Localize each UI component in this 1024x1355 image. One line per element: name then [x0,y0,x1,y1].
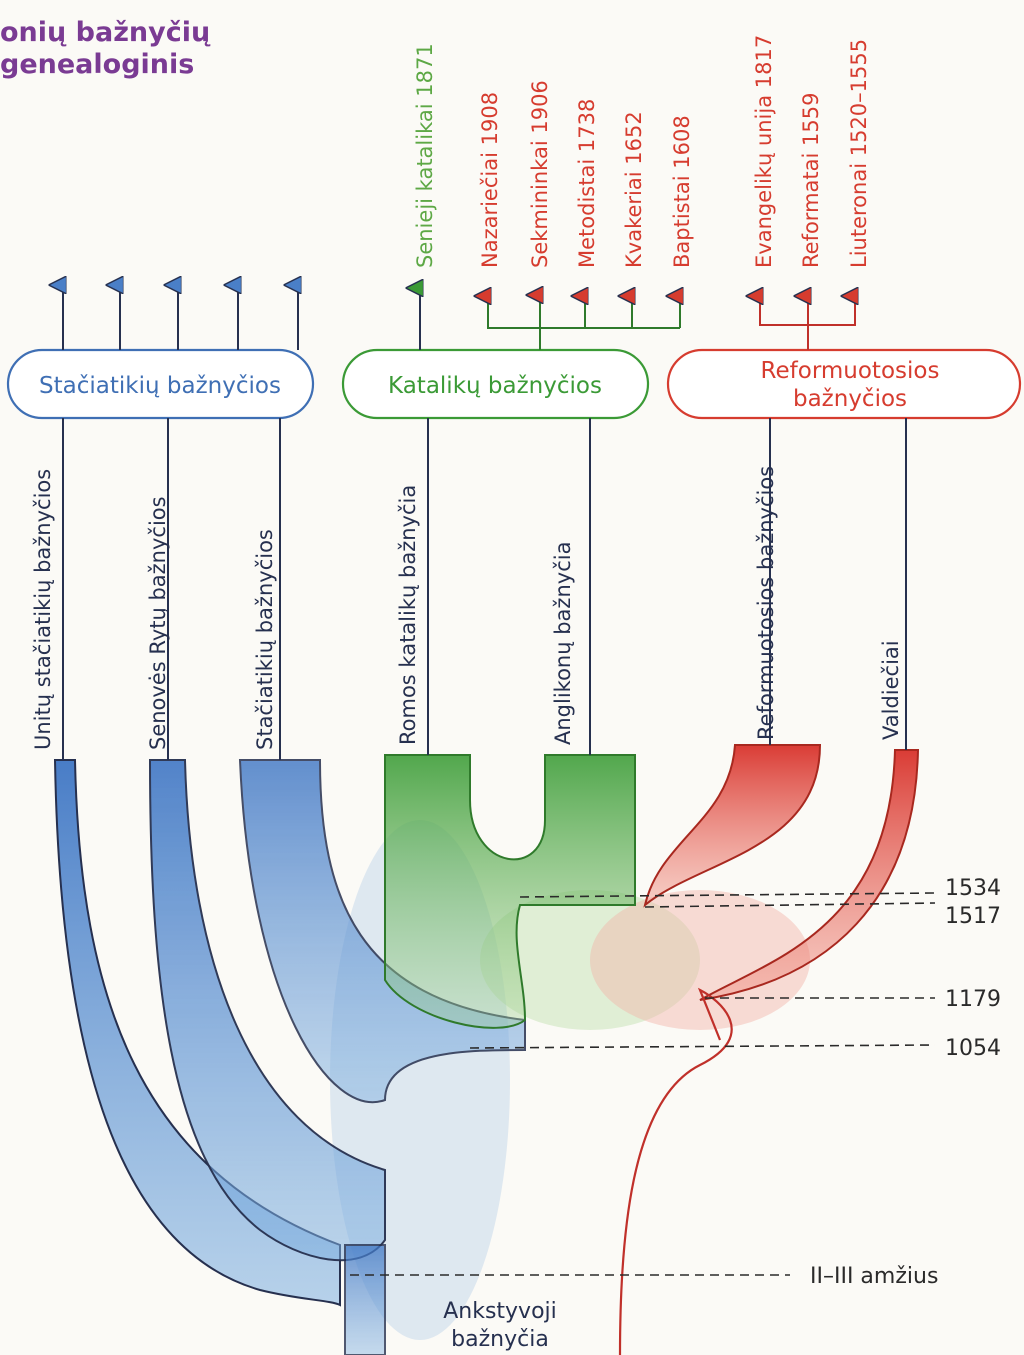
denomination-senieji-katalikai: Senieji katalikai 1871 [413,43,437,268]
denomination-sekmininkai: Sekmininkai 1906 [528,80,552,268]
branch-lines [62,418,907,760]
reformed-arrows [760,296,855,350]
branch-label-senoves: Senovės Rytų bažnyčios [146,496,170,750]
branch-label-valdieciai: Valdiečiai [879,640,903,740]
trunk-catholic [384,754,636,1029]
green-wash [480,890,700,1030]
denomination-reformatai: Reformatai 1559 [799,93,823,268]
date-1517: 1517 [945,904,1001,929]
page-title-line-2: genealoginis [0,49,195,80]
denomination-liuteronai: Liuteronai 1520–1555 [847,39,871,268]
trunk-valdieciai [699,749,920,1001]
trunk-root [344,1244,386,1355]
group-label-reformed-2: bažnyčios [793,386,907,412]
protestant-arrows [488,295,680,350]
group-box-reformed [666,348,1022,420]
date-lines [350,892,936,1276]
branch-label-unitu: Unitų stačiatikių bažnyčios [31,469,55,750]
trunk-reformed-main [618,987,733,1355]
group-box-catholic [341,348,650,420]
date-ii-iii-amzius: II–III amžius [810,1264,938,1289]
denomination-nazarieciai: Nazariečiai 1908 [478,92,502,268]
trunk-senoves [148,759,386,1262]
denomination-kvakeriai: Kvakeriai 1652 [622,111,646,268]
denomination-baptistai: Baptistai 1608 [670,115,694,268]
root-label-line-1: Ankstyvoji [443,1299,557,1324]
page-title-line-1: onių bažnyčių [0,17,211,48]
branch-label-anglikonu: Anglikonų bažnyčia [551,542,575,745]
branch-label-reformuotosios: Reformuotosios bažnyčios [754,466,778,740]
date-1534: 1534 [945,876,1001,901]
date-1179: 1179 [945,987,1001,1012]
branch-label-staciatikiu: Stačiatikių bažnyčios [253,529,277,750]
denomination-metodistai: Metodistai 1738 [575,99,599,268]
date-1054: 1054 [945,1036,1001,1061]
group-label-orthodox: Stačiatikių bažnyčios [39,373,281,399]
group-box-orthodox [6,348,315,420]
group-label-reformed-1: Reformuotosios [761,358,940,384]
orthodox-arrows [63,285,298,350]
trunk-reformuotosios [643,744,822,908]
root-label-line-2: bažnyčia [451,1327,549,1352]
group-label-catholic: Katalikų bažnyčios [388,373,602,399]
branch-label-romos: Romos katalikų bažnyčia [396,485,420,745]
denomination-evangeliku-unija: Evangelikų unija 1817 [752,35,776,268]
red-wash [590,890,810,1030]
